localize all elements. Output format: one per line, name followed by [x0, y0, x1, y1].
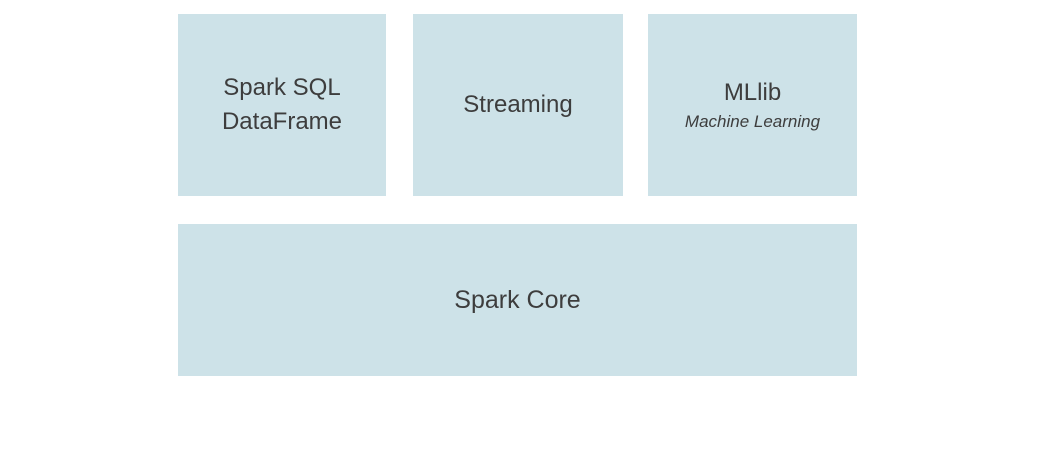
spark-core-box: Spark Core: [178, 224, 857, 376]
streaming-box: Streaming: [413, 14, 623, 196]
spark-core-label: Spark Core: [454, 285, 581, 314]
streaming-label: Streaming: [463, 91, 573, 118]
mllib-subtitle: Machine Learning: [684, 112, 821, 131]
mllib-title: MLlib: [723, 79, 782, 106]
spark-sql-box: Spark SQL DataFrame: [178, 14, 386, 196]
mllib-box: MLlib Machine Learning: [648, 14, 857, 196]
spark-sql-label-line1: Spark SQL: [223, 74, 341, 101]
spark-sql-label-line2: DataFrame: [221, 108, 343, 135]
